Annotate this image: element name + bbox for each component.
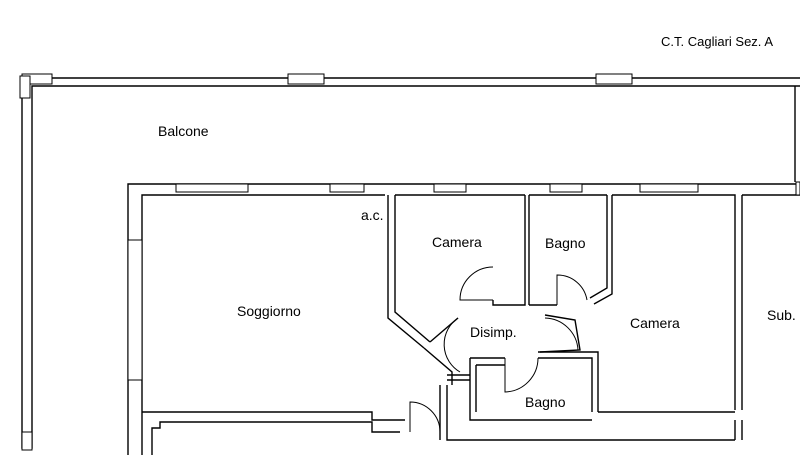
label-ac: a.c. xyxy=(361,207,384,223)
room-label-bagno-2: Bagno xyxy=(525,394,566,410)
room-label-camera-1: Camera xyxy=(432,234,482,250)
soggiorno-bottom-wall xyxy=(142,411,405,455)
soggiorno-side-window xyxy=(127,239,143,381)
bagno-1-door xyxy=(556,274,588,305)
disimpegno-door xyxy=(544,317,579,351)
label-sub: Sub. xyxy=(767,307,796,323)
cadastral-reference: C.T. Cagliari Sez. A xyxy=(661,34,773,49)
bottom-wall-right xyxy=(439,411,735,441)
disimpegno-door-left xyxy=(443,317,461,373)
balcony-posts xyxy=(19,73,633,451)
bagno-2-door xyxy=(504,357,539,393)
camera-1-door xyxy=(459,266,494,301)
room-label-bagno-1: Bagno xyxy=(545,235,586,251)
bagno-2-walls xyxy=(447,351,599,421)
apartment-walls xyxy=(127,183,800,455)
bagno-1-walls xyxy=(529,195,613,306)
camera-1-walls xyxy=(387,195,530,349)
room-label-balcone: Balcone xyxy=(158,123,209,139)
top-windows xyxy=(175,181,800,196)
room-label-camera-2: Camera xyxy=(630,315,680,331)
room-label-soggiorno: Soggiorno xyxy=(237,303,301,319)
entrance-door xyxy=(409,385,448,433)
room-label-disimpegno: Disimp. xyxy=(470,324,517,340)
